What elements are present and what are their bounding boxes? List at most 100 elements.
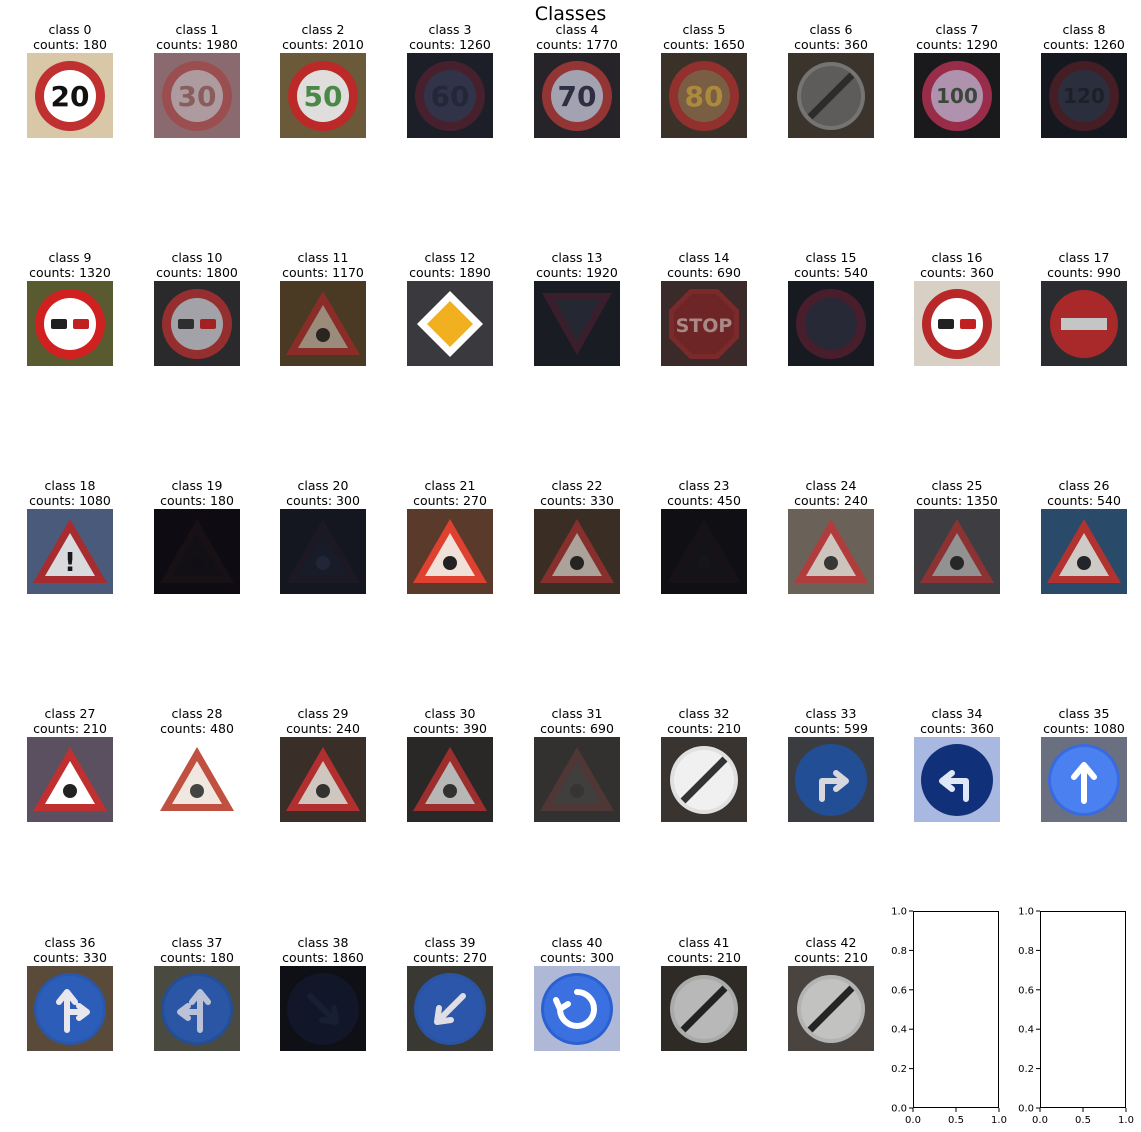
sign-17 xyxy=(1050,290,1118,358)
class-thumbnail xyxy=(280,281,366,366)
sign-6 xyxy=(797,62,865,130)
class-count-label: counts: 540 xyxy=(1047,493,1121,508)
sign-40 xyxy=(541,973,613,1045)
class-label: class 37 xyxy=(171,935,223,950)
sign-39 xyxy=(414,973,486,1045)
class-thumbnail xyxy=(534,509,620,594)
sign-25 xyxy=(920,519,994,583)
class-label: class 41 xyxy=(678,935,730,950)
class-thumbnail xyxy=(788,281,874,366)
class-count-label: counts: 1260 xyxy=(409,37,491,52)
class-count-label: counts: 540 xyxy=(794,265,868,280)
sign-20 xyxy=(286,519,360,583)
class-thumbnail: 60 xyxy=(407,53,493,138)
class-count-label: counts: 1980 xyxy=(156,37,238,52)
sign-7: 100 xyxy=(922,61,992,131)
class-label: class 1 xyxy=(175,22,219,37)
sign-37 xyxy=(161,973,233,1045)
sign-12 xyxy=(417,291,483,357)
class-label: class 42 xyxy=(805,935,857,950)
sign-36 xyxy=(34,973,106,1045)
class-label: class 28 xyxy=(171,706,223,721)
class-count-label: counts: 210 xyxy=(794,950,868,965)
class-count-label: counts: 210 xyxy=(33,721,107,736)
y-tick-label: 0.0 xyxy=(1018,1104,1034,1115)
sign-5: 80 xyxy=(669,61,739,131)
x-tick-label: 1.0 xyxy=(1118,1115,1134,1126)
sign-16 xyxy=(922,289,992,359)
class-count-label: counts: 180 xyxy=(160,950,234,965)
class-thumbnail xyxy=(154,966,240,1051)
svg-text:60: 60 xyxy=(431,80,470,113)
class-count-label: counts: 300 xyxy=(540,950,614,965)
class-count-label: counts: 450 xyxy=(667,493,741,508)
class-count-label: counts: 1290 xyxy=(916,37,998,52)
class-thumbnail xyxy=(407,966,493,1051)
class-label: class 40 xyxy=(551,935,603,950)
class-label: class 11 xyxy=(297,250,349,265)
x-tick-label: 0.5 xyxy=(1075,1115,1091,1126)
class-thumbnail xyxy=(27,966,113,1051)
sign-35 xyxy=(1048,744,1120,816)
class-label: class 8 xyxy=(1062,22,1106,37)
class-thumbnail: 100 xyxy=(914,53,1000,138)
class-thumbnail xyxy=(788,509,874,594)
class-thumbnail xyxy=(914,737,1000,822)
sign-0: 20 xyxy=(35,61,105,131)
x-tick-label: 0.5 xyxy=(948,1115,964,1126)
class-label: class 0 xyxy=(48,22,92,37)
class-count-label: counts: 1080 xyxy=(1043,721,1125,736)
class-label: class 39 xyxy=(424,935,476,950)
class-label: class 16 xyxy=(931,250,983,265)
sign-8: 120 xyxy=(1049,61,1119,131)
class-label: class 12 xyxy=(424,250,476,265)
class-count-label: counts: 1860 xyxy=(282,950,364,965)
sign-38 xyxy=(287,973,359,1045)
class-thumbnail xyxy=(27,737,113,822)
class-thumbnail xyxy=(154,737,240,822)
sign-30 xyxy=(413,747,487,811)
class-label: class 5 xyxy=(682,22,726,37)
class-thumbnail: 20 xyxy=(27,53,113,138)
class-thumbnail xyxy=(280,509,366,594)
class-label: class 21 xyxy=(424,478,476,493)
class-thumbnail: ! xyxy=(27,509,113,594)
class-label: class 33 xyxy=(805,706,857,721)
class-label: class 34 xyxy=(931,706,983,721)
class-count-label: counts: 690 xyxy=(540,721,614,736)
class-thumbnail xyxy=(1041,281,1127,366)
class-label: class 13 xyxy=(551,250,603,265)
sign-42 xyxy=(797,975,865,1043)
class-count-label: counts: 990 xyxy=(1047,265,1121,280)
class-count-label: counts: 360 xyxy=(920,265,994,280)
sign-23 xyxy=(667,519,741,583)
svg-text:30: 30 xyxy=(178,80,217,113)
class-label: class 24 xyxy=(805,478,857,493)
class-count-label: counts: 1260 xyxy=(1043,37,1125,52)
sign-1: 30 xyxy=(162,61,232,131)
class-count-label: counts: 180 xyxy=(33,37,107,52)
class-thumbnail: 120 xyxy=(1041,53,1127,138)
class-thumbnail xyxy=(914,281,1000,366)
y-tick-label: 1.0 xyxy=(891,907,907,918)
class-label: class 32 xyxy=(678,706,730,721)
y-tick-label: 0.0 xyxy=(891,1104,907,1115)
class-label: class 15 xyxy=(805,250,857,265)
class-thumbnail xyxy=(914,509,1000,594)
class-label: class 20 xyxy=(297,478,349,493)
sign-13 xyxy=(542,293,612,355)
axes-frame xyxy=(913,911,999,1108)
sign-29 xyxy=(286,747,360,811)
svg-text:120: 120 xyxy=(1063,84,1105,108)
class-label: class 19 xyxy=(171,478,223,493)
svg-text:50: 50 xyxy=(304,80,343,113)
class-thumbnail xyxy=(788,737,874,822)
class-count-label: counts: 599 xyxy=(794,721,868,736)
class-count-label: counts: 480 xyxy=(160,721,234,736)
class-thumbnail xyxy=(154,509,240,594)
class-count-label: counts: 390 xyxy=(413,721,487,736)
class-thumbnail xyxy=(280,737,366,822)
